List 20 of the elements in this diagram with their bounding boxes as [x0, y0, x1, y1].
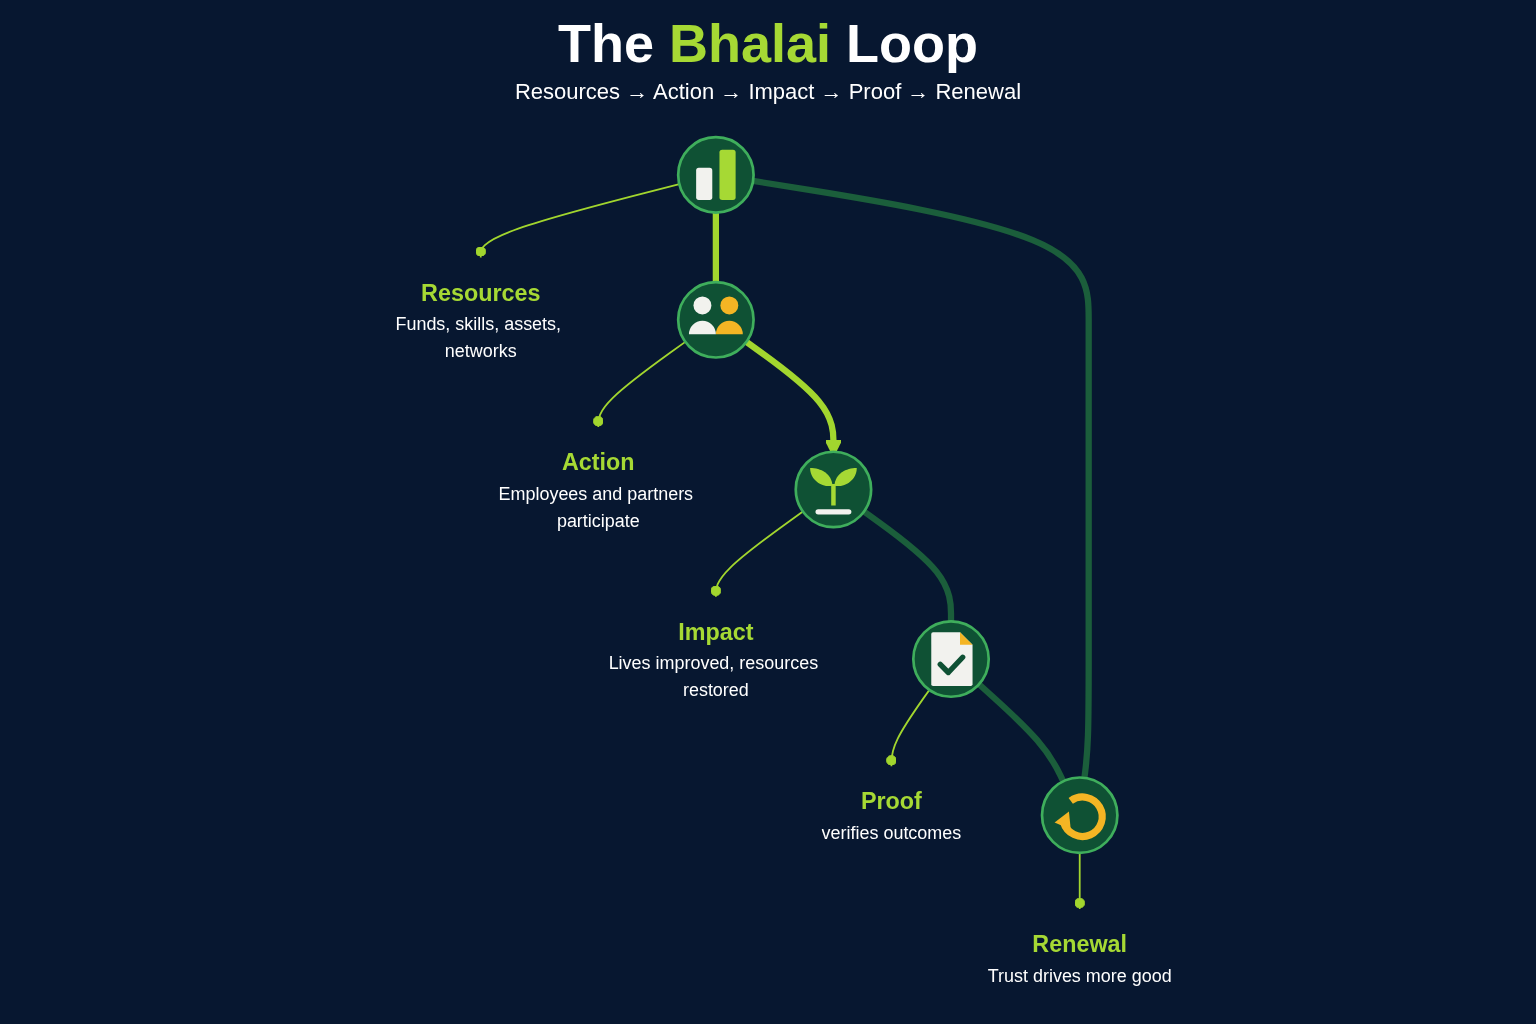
- node-circle: [676, 135, 756, 214]
- node-circle: [794, 450, 873, 529]
- node-text: Resources Funds, skills, assets, networks: [395, 278, 562, 361]
- node-text: Renewal Trust drives more good: [987, 930, 1172, 986]
- connector: [886, 689, 931, 768]
- node-circle: [912, 620, 991, 699]
- node-circle: [676, 280, 756, 359]
- node-text: Proof verifies outcomes: [821, 787, 962, 843]
- connector: [712, 212, 720, 283]
- title: The Bhalai Loop: [557, 14, 979, 74]
- flow-summary: Resources → Action → Impact → Proof → Renewal: [514, 79, 1022, 106]
- node-text: Action Employees and partners participate: [498, 448, 694, 531]
- node-circle: [1040, 776, 1119, 855]
- connector: [977, 681, 1067, 783]
- connector: [752, 177, 1092, 779]
- connector: [710, 510, 804, 598]
- connector: [1074, 852, 1086, 910]
- connector: [862, 508, 955, 622]
- connector: [593, 340, 687, 428]
- node-text: Impact Lives improved, resources restored: [608, 618, 819, 700]
